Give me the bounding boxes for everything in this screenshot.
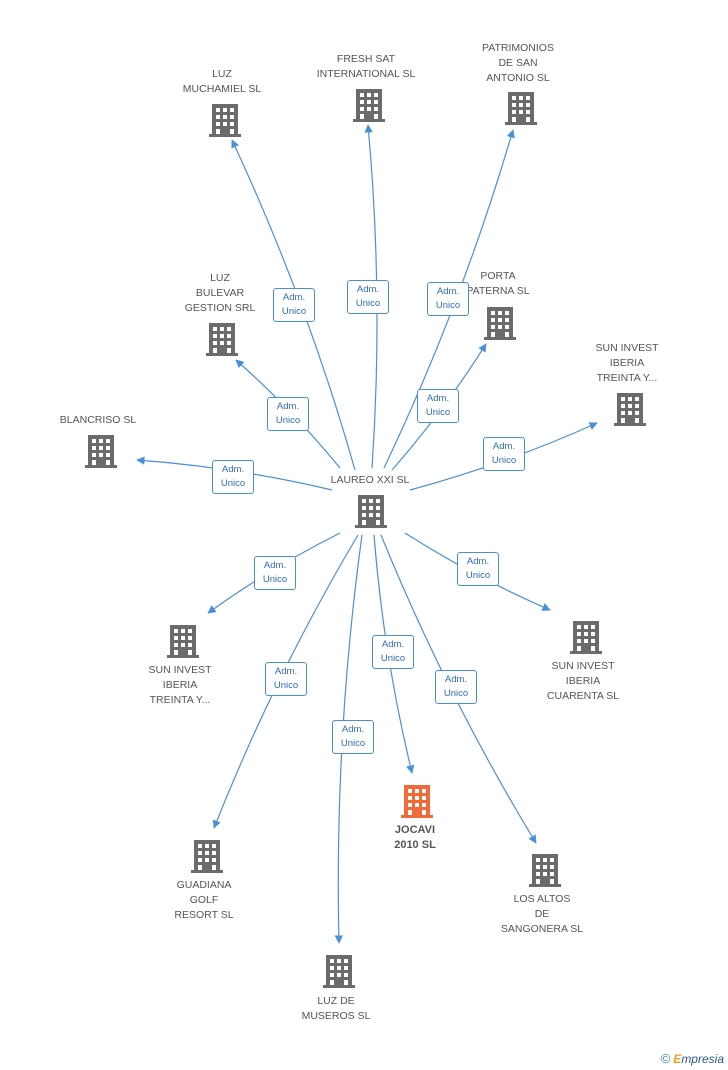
edge-label-type: Unico	[275, 415, 301, 426]
luz-museros-label[interactable]: LUZ DE MUSEROS SL	[301, 995, 371, 1022]
porta-paterna-building-icon[interactable]	[484, 307, 516, 340]
luz-bulevar-building-icon[interactable]	[206, 323, 238, 356]
edge-label-role: Adm.	[341, 724, 365, 735]
jocavi-label[interactable]: JOCAVI 2010 SL	[394, 824, 436, 851]
edge-label-type: Unico	[465, 570, 491, 581]
patrimonios-label[interactable]: PATRIMONIOS DE SAN ANTONIO SL	[482, 42, 554, 84]
luz-muchamiel-building-icon[interactable]	[209, 104, 241, 137]
altos-sangonera-building-icon[interactable]	[529, 854, 561, 887]
edge-label-type: Unico	[443, 688, 469, 699]
empresia-footer[interactable]: ©Empresia	[661, 1051, 724, 1066]
edge-label-role: Adm.	[221, 464, 245, 475]
sun-invest-cuarenta-building-icon[interactable]	[570, 621, 602, 654]
sun-invest-cuarenta-label[interactable]: SUN INVEST IBERIA CUARENTA SL	[546, 660, 620, 702]
luz-muchamiel-label[interactable]: LUZ MUCHAMIEL SL	[182, 68, 262, 95]
edge-label-role: Adm.	[492, 441, 516, 452]
sun-invest-top-building-icon[interactable]	[614, 393, 646, 426]
edge-label-role: Adm.	[466, 556, 490, 567]
sun-invest-left-label[interactable]: SUN INVEST IBERIA TREINTA Y...	[148, 664, 212, 706]
edge-label-type: Unico	[355, 298, 381, 309]
edge-label-luz-muchamiel[interactable]: Adm. Unico	[273, 288, 315, 322]
patrimonios-building-icon[interactable]	[505, 92, 537, 125]
center-company-building-icon[interactable]	[355, 495, 387, 528]
edge-label-role: Adm.	[436, 286, 460, 297]
edge-label-role: Adm.	[282, 292, 306, 303]
guadiana-building-icon[interactable]	[191, 840, 223, 873]
brand-name: mpresia	[681, 1052, 724, 1066]
edge-label-blancriso[interactable]: Adm. Unico	[212, 460, 254, 494]
edge-label-role: Adm.	[426, 393, 450, 404]
edge-label-type: Unico	[281, 306, 307, 317]
edge-label-luz-bulevar[interactable]: Adm. Unico	[267, 397, 309, 431]
edge-label-role: Adm.	[444, 674, 468, 685]
brand-initial: E	[673, 1052, 682, 1066]
edge-label-role: Adm.	[356, 284, 380, 295]
edge-label-role: Adm.	[263, 560, 287, 571]
blancriso-label[interactable]: BLANCRISO SL	[59, 414, 137, 426]
edge-label-role: Adm.	[381, 639, 405, 650]
edge-label-altos-sangonera[interactable]: Adm. Unico	[435, 670, 477, 704]
altos-sangonera-label[interactable]: LOS ALTOS DE SANGONERA SL	[500, 893, 584, 935]
edge-label-type: Unico	[380, 653, 406, 664]
edge-label-type: Unico	[220, 478, 246, 489]
edge-label-type: Unico	[435, 300, 461, 311]
center-company-label[interactable]: LAUREO XXI SL	[330, 474, 410, 486]
edge-label-type: Unico	[273, 680, 299, 691]
edge-label-sun-invest-top[interactable]: Adm. Unico	[483, 437, 525, 471]
fresh-sat-label[interactable]: FRESH SAT INTERNATIONAL SL	[316, 53, 416, 80]
copyright-icon: ©	[660, 1051, 671, 1066]
porta-paterna-label[interactable]: PORTA PATERNA SL	[466, 270, 530, 297]
edge-label-type: Unico	[491, 455, 517, 466]
edge-label-type: Unico	[425, 407, 451, 418]
edge-label-porta-paterna[interactable]: Adm. Unico	[417, 389, 459, 423]
edge-label-role: Adm.	[276, 401, 300, 412]
edge-label-type: Unico	[340, 738, 366, 749]
edge-label-sun-invest-cuarenta[interactable]: Adm. Unico	[457, 552, 499, 586]
edge-label-type: Unico	[262, 574, 288, 585]
jocavi-building-icon[interactable]	[401, 785, 433, 818]
sun-invest-top-label[interactable]: SUN INVEST IBERIA TREINTA Y...	[595, 342, 659, 384]
luz-museros-building-icon[interactable]	[323, 955, 355, 988]
edge-label-sun-invest-left[interactable]: Adm. Unico	[254, 556, 296, 590]
blancriso-building-icon[interactable]	[85, 435, 117, 468]
edge-label-guadiana[interactable]: Adm. Unico	[265, 662, 307, 696]
edge-label-luz-museros[interactable]: Adm. Unico	[332, 720, 374, 754]
sun-invest-left-building-icon[interactable]	[167, 625, 199, 658]
luz-bulevar-label[interactable]: LUZ BULEVAR GESTION SRL	[184, 272, 256, 314]
guadiana-label[interactable]: GUADIANA GOLF RESORT SL	[174, 879, 234, 921]
edge-label-jocavi[interactable]: Adm. Unico	[372, 635, 414, 669]
edge-label-patrimonios[interactable]: Adm. Unico	[427, 282, 469, 316]
edge-label-role: Adm.	[274, 666, 298, 677]
edge-label-fresh-sat[interactable]: Adm. Unico	[347, 280, 389, 314]
fresh-sat-building-icon[interactable]	[353, 89, 385, 122]
